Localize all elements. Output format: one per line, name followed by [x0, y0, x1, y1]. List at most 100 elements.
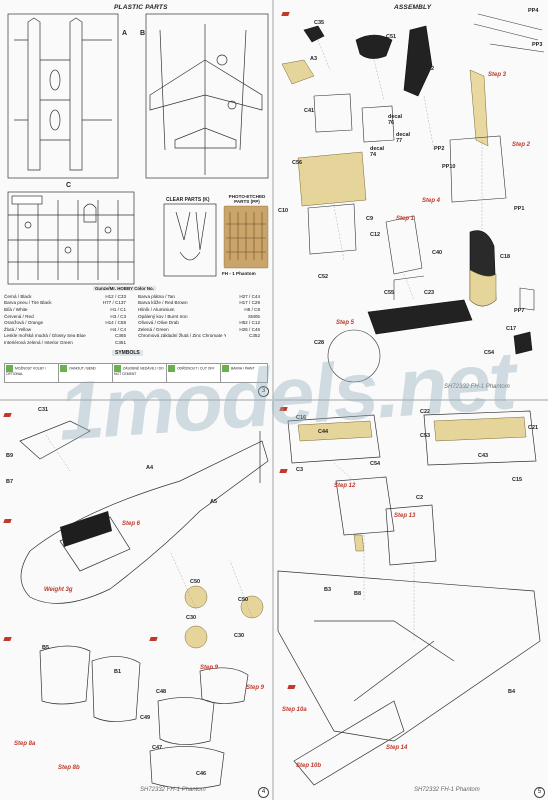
part-label: C54 [370, 461, 381, 467]
pe-parts-title: PHOTO-ETCHED PARTS (PP) [228, 194, 266, 204]
part-label: C16 [296, 415, 307, 421]
sprue-label-c: C [66, 182, 72, 189]
page-number: 4 [258, 787, 269, 798]
part-label: C15 [512, 477, 523, 483]
color-table-header: Gunze/Mr. HOBBY Color No. [93, 286, 156, 291]
part-label: PP7 [514, 308, 525, 314]
symbol-optional: MOŽNOST VOLBY / OPTIONAL [4, 363, 62, 383]
sprue-drawings [7, 13, 269, 285]
part-label: C31 [38, 407, 49, 413]
weight-note: Weight 3g [44, 587, 73, 593]
part-label: PP2 [434, 146, 445, 152]
step-flag-icon [3, 637, 12, 641]
part-label: B8 [354, 591, 362, 597]
part-label: C21 [528, 425, 539, 431]
part-label: C17 [506, 326, 517, 332]
part-label: PP10 [442, 164, 456, 170]
fuselage-drawing [19, 420, 269, 789]
part-label: C47 [152, 745, 163, 751]
sprue-label-a: A [122, 30, 128, 37]
part-label: C42 [424, 66, 435, 72]
page-footer: SH72332 FH-1 Phantom [414, 787, 480, 793]
part-label: C44 [318, 429, 329, 435]
symbol-no-cement: ZÁSOBNĚ NEDÁVEJ / DO NOT CEMENT [112, 363, 170, 383]
part-label: B3 [324, 587, 332, 593]
part-label: C9 [366, 216, 374, 222]
step-label: Step 8b [58, 765, 80, 771]
part-label: C30 [186, 615, 197, 621]
part-label: C2 [416, 495, 424, 501]
step-label: Step 10a [282, 707, 307, 713]
part-label: B9 [6, 453, 14, 459]
page-number: 5 [534, 787, 545, 798]
sprue-a-fuselage [27, 17, 83, 171]
part-label: A4 [146, 465, 154, 471]
sprue-b-frame [145, 13, 269, 179]
part-label: C54 [484, 350, 495, 356]
step-flag-icon [287, 685, 296, 689]
sprue-c-frame [7, 191, 135, 285]
plastic-parts-title: PLASTIC PARTS [114, 4, 168, 11]
sprue-a-frame [7, 13, 119, 179]
page-assembly: ASSEMBLY C [274, 0, 548, 399]
part-label: C40 [432, 250, 443, 256]
step-label: Step 2 [512, 142, 531, 148]
part-label: A3 [310, 56, 318, 62]
clear-parts-title: CLEAR PARTS (K) [166, 197, 210, 203]
part-label: C12 [370, 232, 381, 238]
step-label: Step 5 [336, 320, 355, 326]
step-flag-icon [3, 519, 12, 523]
part-label: C55 [384, 290, 395, 296]
part-label: A5 [210, 499, 218, 505]
part-label: decal 74 [370, 146, 385, 158]
page-number: 3 [258, 386, 269, 397]
step-label: Step 9 [200, 665, 219, 671]
step-label: Step 14 [386, 745, 408, 751]
part-label: C23 [424, 290, 435, 296]
part-label: C50 [190, 579, 201, 585]
part-label: C22 [420, 409, 431, 415]
optional-icon [6, 365, 13, 372]
pe-fret-name: FH - 1 Phantom [222, 271, 256, 276]
symbols-legend: MOŽNOST VOLBY / OPTIONAL OHNOUT / BEND Z… [4, 363, 270, 385]
part-label: C46 [196, 771, 207, 777]
step-flag-icon [281, 12, 290, 16]
fuselage-outline [20, 440, 269, 604]
step-flag-icon [3, 413, 12, 417]
part-label: C56 [292, 160, 303, 166]
step-label: Step 8a [14, 741, 36, 747]
part-label: PP4 [528, 8, 539, 14]
clear-parts-frame [163, 203, 217, 277]
part-label: B1 [114, 669, 122, 675]
step-label: Step 13 [394, 513, 416, 519]
sprue-label-b: B [140, 30, 146, 37]
part-label: C10 [278, 208, 289, 214]
step-label: Step 9 [246, 685, 265, 691]
sprue-b-wing [149, 59, 263, 111]
wing-drawing [277, 410, 541, 786]
part-label: C52 [318, 274, 329, 280]
wing-outline [277, 570, 541, 742]
paint-icon [222, 365, 229, 372]
step-label: Step 3 [488, 72, 507, 78]
part-label: B4 [508, 689, 516, 695]
part-label: decal 77 [396, 132, 411, 144]
page-fuselage-assembly: C31 B9 B7 A4 A5 C50 C30 C50 C30 B5 B1 C4… [0, 401, 272, 800]
part-label: B7 [6, 479, 14, 485]
assembly-title: ASSEMBLY [394, 4, 432, 11]
part-label: PP1 [514, 206, 525, 212]
assembly-drawing [281, 13, 545, 383]
step-label: Step 10b [296, 763, 322, 769]
page-footer: SH72332 FH-1 Phantom [140, 787, 206, 793]
